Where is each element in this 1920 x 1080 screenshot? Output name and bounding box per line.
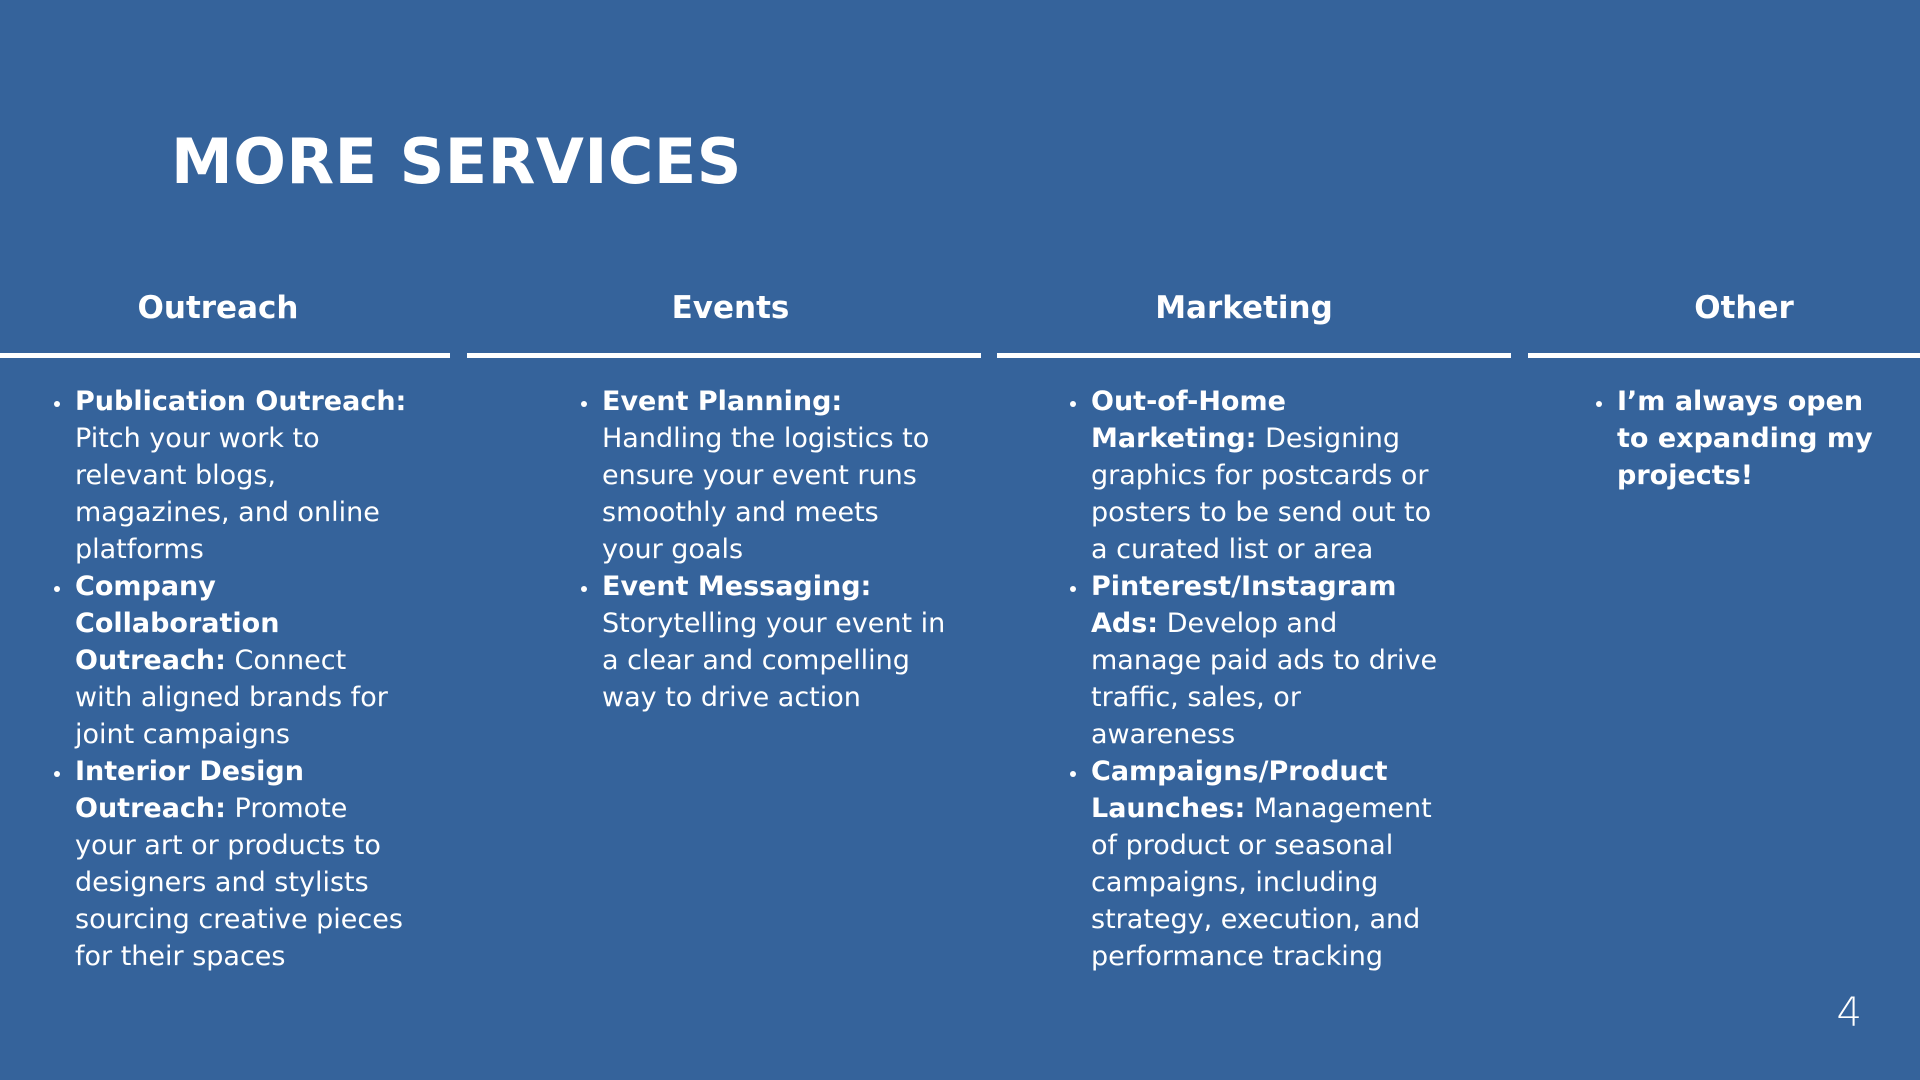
column-heading-other: Other: [1694, 290, 1794, 326]
page-number: 4: [1836, 990, 1862, 1036]
item-title: I’m always open to expanding my projects…: [1617, 386, 1873, 491]
list-item: Out-of-Home Marketing: Designing graphic…: [1089, 383, 1446, 568]
list-item: I’m always open to expanding my projects…: [1615, 383, 1882, 494]
list-item: Campaigns/Product Launches: Management o…: [1089, 753, 1446, 975]
bullet-list: Out-of-Home Marketing: Designing graphic…: [1066, 383, 1446, 975]
item-title: Campaigns/Product Launches:: [1091, 756, 1388, 824]
column-divider-other: [1528, 353, 1920, 358]
column-heading-events: Events: [671, 290, 790, 326]
item-title: Company Collaboration Outreach:: [75, 571, 280, 676]
item-title: Publication Outreach:: [75, 386, 407, 417]
item-text: Connect with aligned brands for joint ca…: [75, 645, 388, 750]
item-text: Designing graphics for postcards or post…: [1091, 423, 1432, 565]
list-item: Company Collaboration Outreach: Connect …: [73, 568, 410, 753]
column-body-outreach: Publication Outreach: Pitch your work to…: [50, 383, 410, 975]
bullet-list: Event Planning: Handling the logistics t…: [577, 383, 947, 716]
item-title: Event Messaging:: [602, 571, 872, 602]
list-item: Publication Outreach: Pitch your work to…: [73, 383, 410, 568]
list-item: Pinterest/Instagram Ads: Develop and man…: [1089, 568, 1446, 753]
column-body-other: I’m always open to expanding my projects…: [1592, 383, 1882, 494]
item-text: Handling the logistics to ensure your ev…: [602, 423, 930, 565]
column-body-marketing: Out-of-Home Marketing: Designing graphic…: [1066, 383, 1446, 975]
item-title: Pinterest/Instagram Ads:: [1091, 571, 1397, 639]
page-title: MORE SERVICES: [171, 125, 742, 198]
item-title: Event Planning:: [602, 386, 843, 417]
column-heading-outreach: Outreach: [137, 290, 299, 326]
column-body-events: Event Planning: Handling the logistics t…: [577, 383, 947, 716]
item-title: Interior Design Outreach:: [75, 756, 304, 824]
column-divider-outreach: [0, 353, 450, 358]
column-divider-events: [467, 353, 981, 358]
item-title: Out-of-Home Marketing:: [1091, 386, 1286, 454]
list-item: Event Messaging: Storytelling your event…: [600, 568, 947, 716]
column-divider-marketing: [997, 353, 1511, 358]
list-item: Event Planning: Handling the logistics t…: [600, 383, 947, 568]
bullet-list: I’m always open to expanding my projects…: [1592, 383, 1882, 494]
column-heading-marketing: Marketing: [1155, 290, 1333, 326]
item-text: Develop and manage paid ads to drive tra…: [1091, 608, 1438, 750]
item-text: Pitch your work to relevant blogs, magaz…: [75, 423, 380, 565]
bullet-list: Publication Outreach: Pitch your work to…: [50, 383, 410, 975]
list-item: Interior Design Outreach: Promote your a…: [73, 753, 410, 975]
item-text: Storytelling your event in a clear and c…: [602, 608, 946, 713]
item-text: Management of product or seasonal campai…: [1091, 793, 1432, 972]
item-text: Promote your art or products to designer…: [75, 793, 403, 972]
